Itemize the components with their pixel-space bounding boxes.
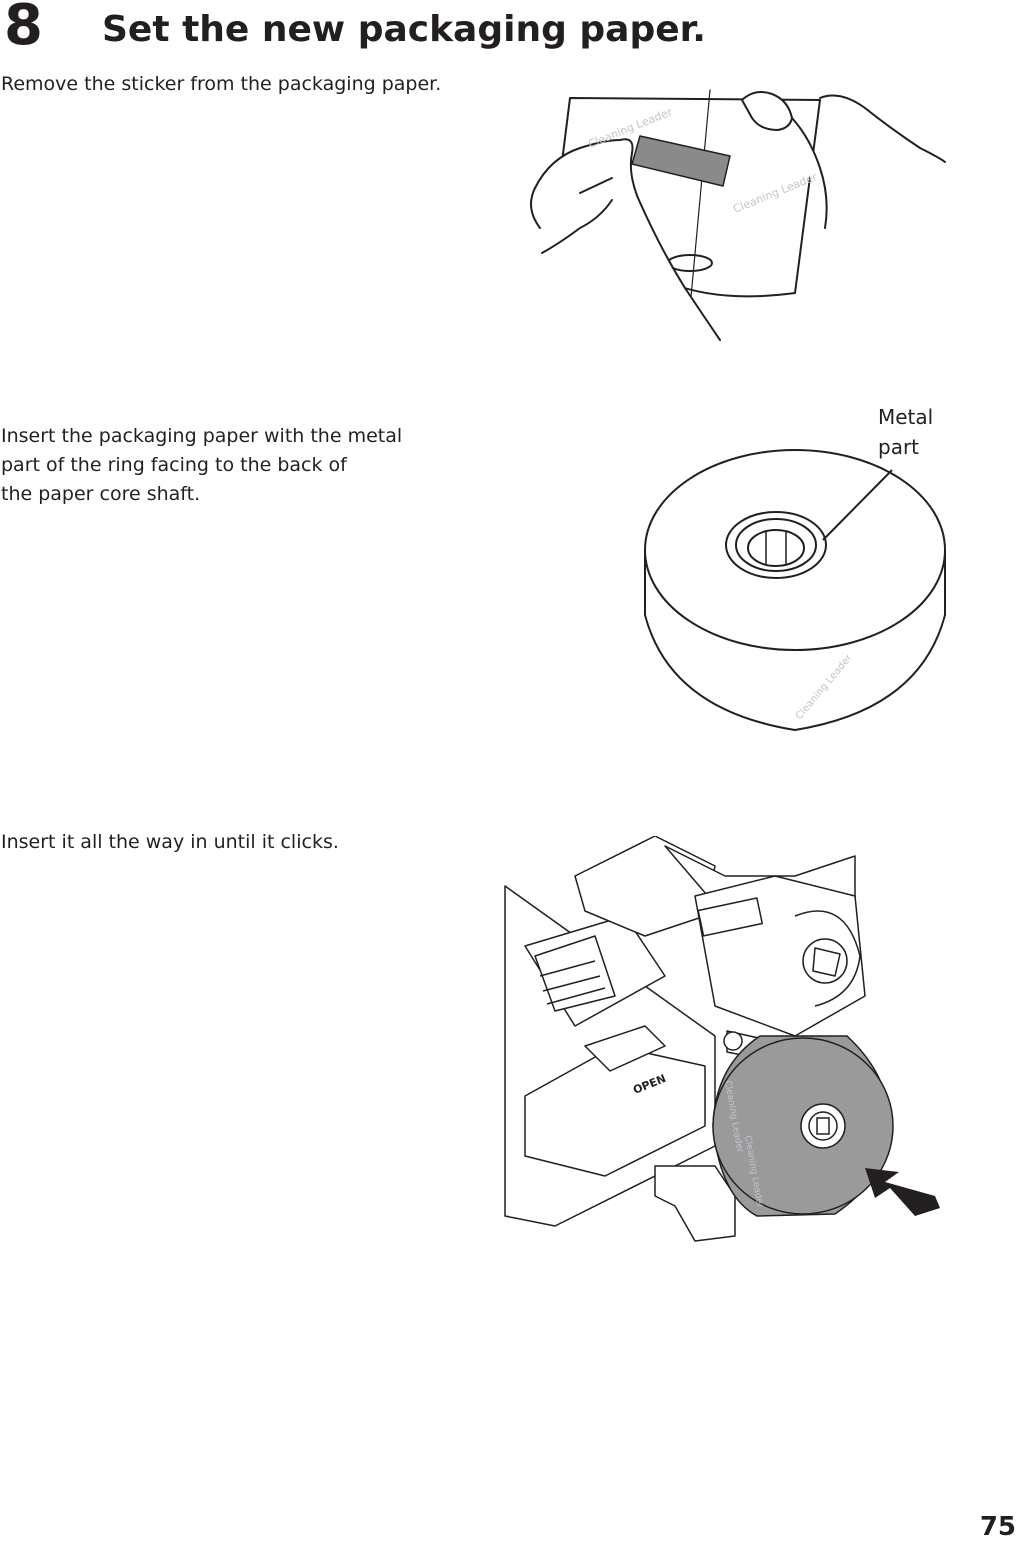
instruction-line: Insert it all the way in until it clicks…	[1, 831, 339, 853]
instruction-remove-sticker: Remove the sticker from the packaging pa…	[1, 70, 441, 99]
illustration-roll-metal-part: Cleaning Leader	[644, 449, 946, 732]
insert-direction-arrow	[865, 1168, 940, 1216]
instruction-insert-until-click: Insert it all the way in until it clicks…	[1, 828, 339, 857]
illustration-remove-sticker: Cleaning Leader Cleaning Leader	[530, 89, 946, 341]
page-number: 75	[979, 1512, 1016, 1542]
instruction-insert-paper: Insert the packaging paper with the meta…	[1, 422, 402, 509]
instruction-line: part of the ring facing to the back of	[1, 454, 347, 476]
step-number: 8	[4, 0, 43, 58]
step-title: Set the new packaging paper.	[102, 9, 706, 50]
instruction-line: Remove the sticker from the packaging pa…	[1, 73, 442, 95]
metal-part-callout: Metal part	[878, 402, 958, 462]
callout-line: Metal	[878, 405, 934, 429]
callout-line: part	[878, 435, 920, 459]
illustration-machine-insert-roll: OPEN Cleaning Leader Cleaning Leader	[504, 836, 940, 1242]
instruction-line: the paper core shaft.	[1, 483, 201, 505]
instruction-line: Insert the packaging paper with the meta…	[1, 425, 403, 447]
